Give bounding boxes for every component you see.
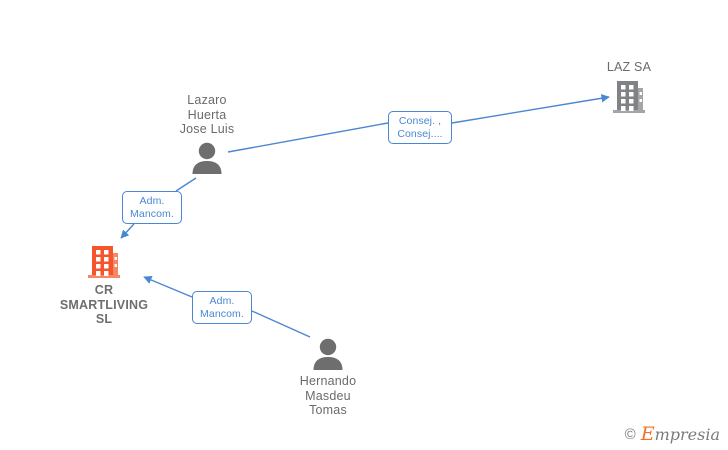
relation-label-adm-mancom-lazaro[interactable]: Adm. Mancom. [122,191,182,224]
empresia-watermark: © Empresia [625,425,720,444]
node-label-lazaro-huerta-jose-luis: Lazaro Huerta Jose Luis [179,93,235,136]
edge-adm-mancom-label-to-cr-smartliving [120,223,135,239]
node-label-laz-sa: LAZ SA [606,60,652,74]
node-label-hernando-masdeu-tomas: Hernando Masdeu Tomas [299,374,357,417]
node-laz-sa[interactable]: LAZ SA [559,60,699,115]
copyright-icon: © [624,426,636,443]
person-icon[interactable] [258,337,398,371]
node-cr-smartliving-sl[interactable]: CR SMARTLIVING SL [34,244,174,327]
brand-initial: E [640,423,655,445]
node-hernando-masdeu-tomas[interactable]: Hernando Masdeu Tomas [258,337,398,418]
brand-wordmark: Empresia [641,425,720,444]
edge-lazaro-to-adm-mancom-label [175,177,197,192]
building-icon[interactable] [559,79,699,115]
relation-label-adm-mancom-hernando[interactable]: Adm. Mancom. [192,291,252,324]
relation-label-consejero[interactable]: Consej. , Consej.... [388,111,452,144]
node-label-cr-smartliving-sl: CR SMARTLIVING SL [59,283,149,326]
person-icon[interactable] [137,141,277,175]
building-icon[interactable] [34,244,174,280]
node-lazaro-huerta-jose-luis[interactable]: Lazaro Huerta Jose Luis [137,93,277,175]
brand-rest: mpresia [654,425,720,444]
edge-hernando-to-adm-mancom-label [251,310,311,338]
